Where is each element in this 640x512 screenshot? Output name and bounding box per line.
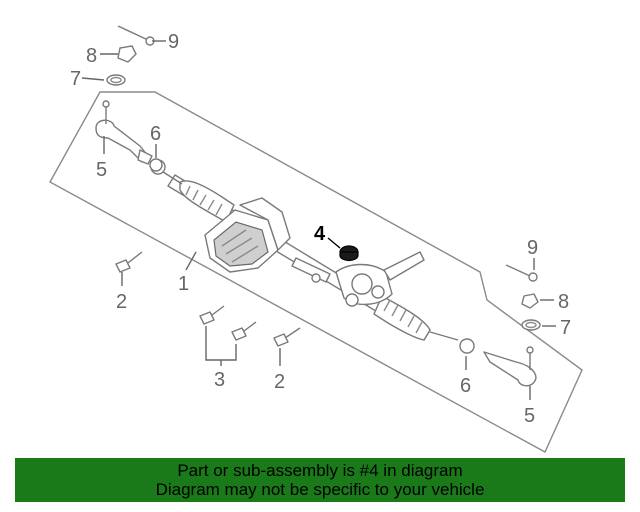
callout-5-right: 5 — [524, 405, 535, 427]
callout-7-right: 7 — [560, 317, 571, 339]
assembly-outline — [49, 91, 583, 453]
callout-6-left: 6 — [150, 123, 161, 145]
callout-9-left: 9 — [168, 31, 179, 53]
info-banner: Part or sub-assembly is #4 in diagram Di… — [15, 458, 625, 502]
callout-2-lower: 2 — [274, 371, 285, 393]
callout-4: 4 — [314, 223, 326, 245]
left-washer-7 — [106, 74, 126, 86]
bolt-2-lower — [273, 327, 301, 347]
callout-5-left: 5 — [96, 159, 107, 181]
right-washer-7 — [521, 319, 541, 331]
left-nut-8 — [117, 45, 137, 63]
callout-8-right: 8 — [558, 291, 569, 313]
right-nut-8 — [521, 293, 539, 309]
banner-line-2: Diagram may not be specific to your vehi… — [155, 480, 485, 499]
banner-line-1: Part or sub-assembly is #4 in diagram — [177, 461, 463, 480]
leader-lines — [81, 40, 556, 400]
callout-1: 1 — [178, 273, 189, 295]
callout-6-right: 6 — [460, 375, 471, 397]
callout-3: 3 — [214, 369, 225, 391]
part-4-highlighted — [339, 245, 359, 262]
callout-7-left: 7 — [70, 68, 81, 90]
right-jam-nut — [459, 338, 475, 354]
callout-8-left: 8 — [86, 45, 97, 67]
right-bolt-9 — [505, 264, 531, 277]
bolt-3-left — [199, 305, 225, 325]
left-jam-nut — [149, 158, 163, 172]
bolt-2-upper — [115, 251, 143, 273]
bolt-3-right — [231, 321, 257, 341]
steering-rack-assembly — [150, 159, 459, 341]
left-tie-rod-end — [95, 100, 153, 165]
left-bolt-9 — [117, 25, 149, 41]
callout-9-right: 9 — [527, 237, 538, 259]
right-tie-rod-end — [483, 346, 537, 387]
callout-2-upper: 2 — [116, 291, 127, 313]
